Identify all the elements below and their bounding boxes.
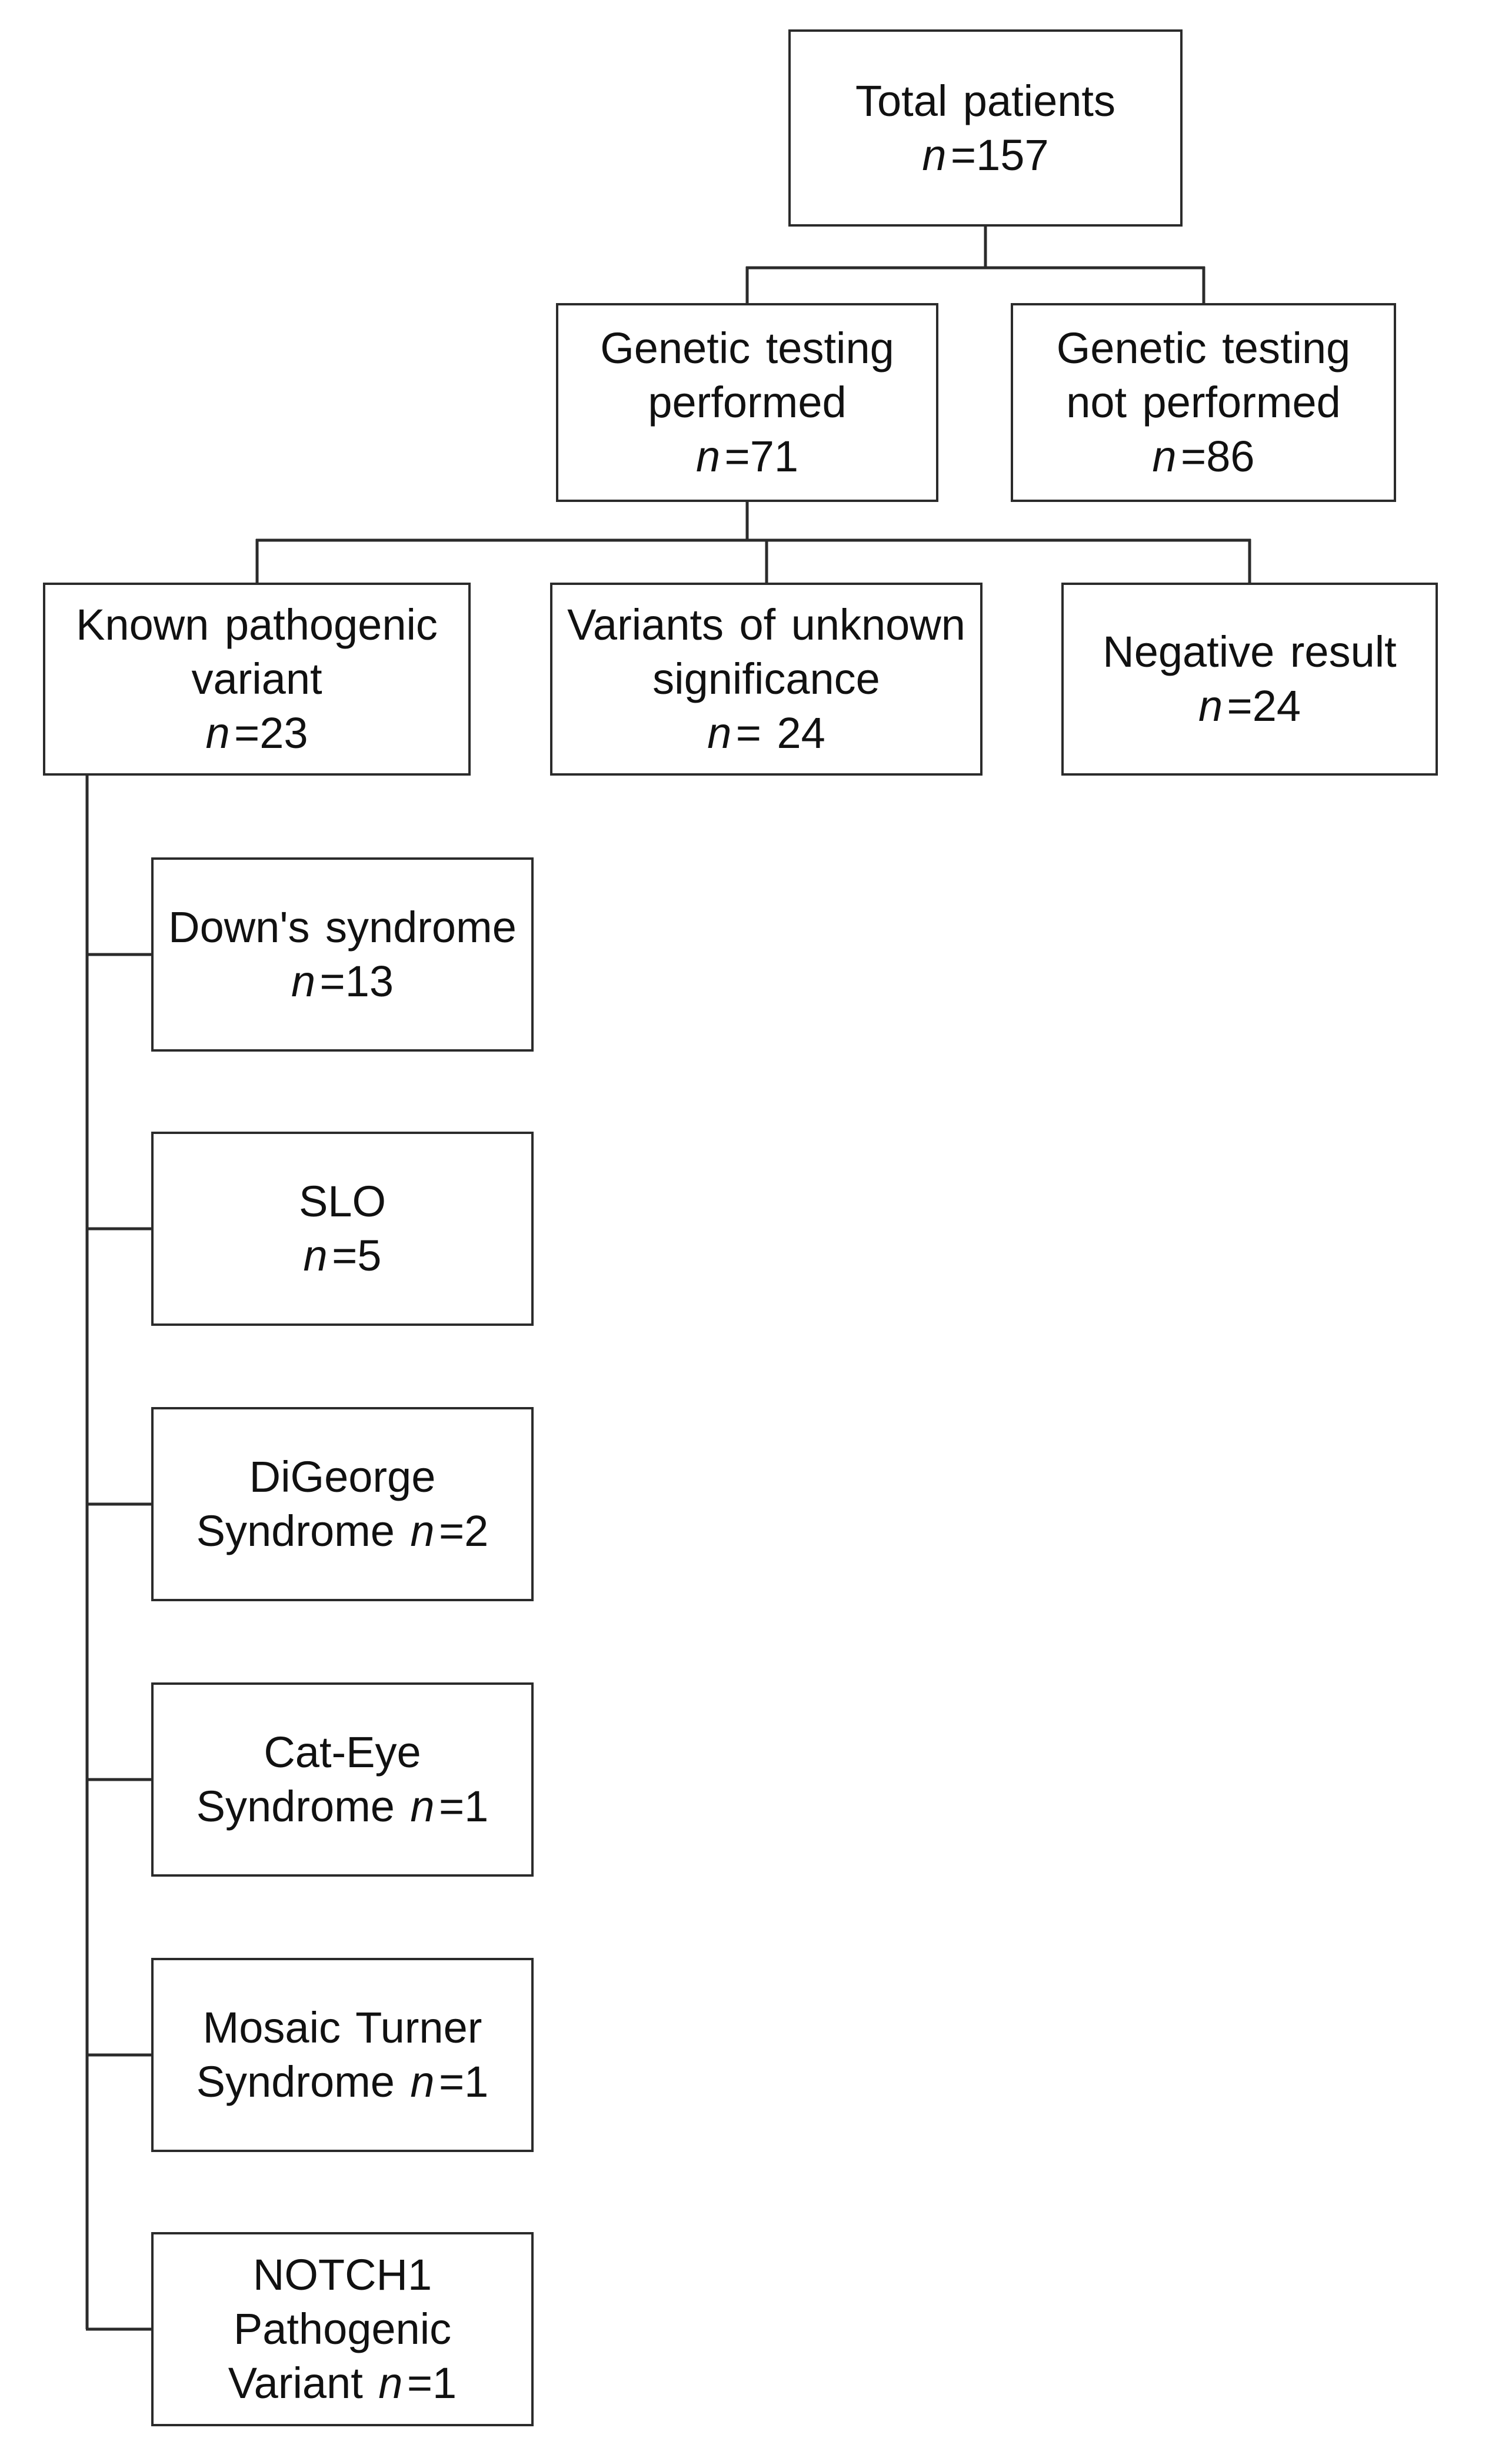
node-label: Down's syndrome [168,903,517,952]
n-symbol: n [922,130,947,179]
n-symbol: n [410,2057,435,2106]
n-symbol: n [410,1506,435,1555]
node-mosaic-turner-syndrome: Mosaic Turner Syndrome n=1 [151,1958,534,2152]
node-label: Total patients [855,76,1115,125]
n-symbol: n [378,2359,403,2407]
node-notch1-pathogenic-variant: NOTCH1 Pathogenic Variant n=1 [151,2232,534,2426]
node-count: Variant n=1 [228,2356,457,2410]
n-value: = 24 [735,709,825,757]
node-genetic-testing-performed: Genetic testing performed n=71 [556,303,938,502]
node-count: n=13 [291,955,394,1009]
node-label: significance [652,654,880,703]
n-symbol: n [205,709,230,757]
node-label: Known pathogenic [76,600,438,649]
n-value: =13 [319,957,394,1006]
node-label: Mosaic Turner [202,2003,482,2052]
n-value: =24 [1227,681,1301,730]
node-digeorge-syndrome: DiGeorge Syndrome n=2 [151,1407,534,1601]
n-value: =157 [950,130,1049,179]
node-label: DiGeorge [249,1452,436,1501]
node-count: n=24 [1198,679,1301,733]
node-label: Negative result [1103,627,1397,676]
node-label: not performed [1066,378,1341,427]
node-label: performed [648,378,847,427]
n-symbol: n [303,1231,328,1280]
n-symbol: n [707,709,732,757]
node-count: Syndrome n=1 [197,2055,489,2109]
node-label: variant [191,654,322,703]
n-value: =1 [438,2057,489,2106]
node-label: NOTCH1 [252,2250,432,2299]
node-label: Genetic testing [600,324,894,373]
n-value: =86 [1181,432,1255,481]
node-label-inline: Variant [228,2359,379,2407]
node-label: Cat-Eye [264,1728,421,1777]
node-label: Genetic testing [1056,324,1351,373]
node-negative-result: Negative result n=24 [1061,583,1438,776]
node-count: n=23 [205,706,308,760]
node-total-patients: Total patients n=157 [788,29,1183,227]
n-symbol: n [291,957,316,1006]
node-cat-eye-syndrome: Cat-Eye Syndrome n=1 [151,1682,534,1877]
node-count: n=86 [1152,430,1254,484]
n-symbol: n [1198,681,1223,730]
node-label: SLO [298,1177,387,1226]
node-count: n= 24 [707,706,825,760]
node-known-pathogenic-variant: Known pathogenic variant n=23 [43,583,471,776]
n-symbol: n [695,432,721,481]
node-count: n=5 [304,1229,382,1283]
node-genetic-testing-not-performed: Genetic testing not performed n=86 [1011,303,1396,502]
node-label: Variants of unknown [567,600,965,649]
n-value: =5 [332,1231,382,1280]
node-count: Syndrome n=2 [197,1504,489,1558]
n-value: =1 [438,1782,489,1831]
n-value: =23 [234,709,308,757]
node-downs-syndrome: Down's syndrome n=13 [151,857,534,1052]
n-symbol: n [410,1782,435,1831]
n-value: =1 [407,2359,457,2407]
n-value: =71 [724,432,799,481]
node-count: Syndrome n=1 [197,1780,489,1834]
node-label: Pathogenic [233,2304,452,2353]
node-label-inline: Syndrome [196,1506,411,1555]
node-label-inline: Syndrome [196,2057,411,2106]
n-symbol: n [1152,432,1177,481]
n-value: =2 [438,1506,489,1555]
node-count: n=157 [922,128,1048,182]
node-slo: SLO n=5 [151,1132,534,1326]
node-count: n=71 [696,430,798,484]
node-label-inline: Syndrome [196,1782,411,1831]
node-variants-unknown-significance: Variants of unknown significance n= 24 [550,583,983,776]
